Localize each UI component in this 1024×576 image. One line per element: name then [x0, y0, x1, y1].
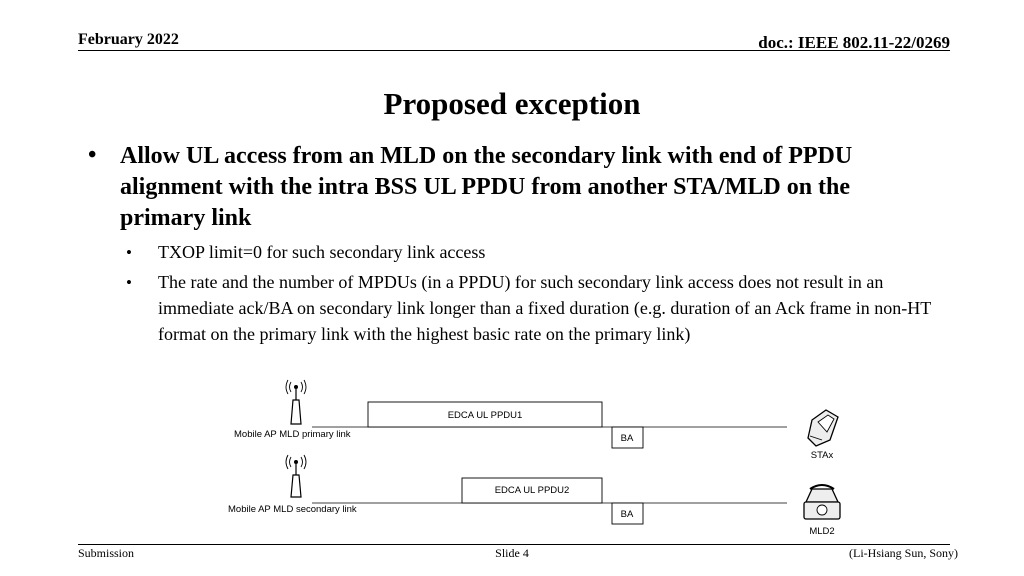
antenna-icon: [285, 379, 307, 425]
ppdu1-box: [367, 401, 603, 428]
ba1-label: BA: [621, 433, 634, 444]
ppdu2-label: EDCA UL PPDU2: [495, 485, 570, 496]
secondary-link-label: Mobile AP MLD secondary link: [228, 504, 357, 515]
ba2-label: BA: [621, 509, 634, 520]
footer-author: (Li-Hsiang Sun, Sony): [849, 546, 958, 560]
ba2-box: [611, 502, 644, 525]
header-doc-number: doc.: IEEE 802.11-22/0269: [758, 33, 950, 52]
ppdu1-label: EDCA UL PPDU1: [448, 410, 523, 421]
ppdu2-box: [461, 477, 603, 504]
footer-divider: [78, 544, 950, 545]
antenna-icon: [285, 454, 307, 498]
sub-bullet-text-1: TXOP limit=0 for such secondary link acc…: [158, 242, 486, 262]
header-date: February 2022: [78, 31, 179, 48]
telephone-icon: [803, 484, 841, 520]
ba1-box: [611, 426, 644, 449]
sub-bullet-marker: •: [126, 273, 132, 292]
sta-label: STAx: [811, 450, 834, 461]
main-bullet-text: Allow UL access from an MLD on the secon…: [120, 143, 853, 231]
mld-label: MLD2: [809, 526, 834, 537]
footer-slide-number: Slide 4: [495, 546, 529, 560]
slide-title: Proposed exception: [383, 86, 641, 121]
sub-bullet-text-2: The rate and the number of MPDUs (in a P…: [158, 272, 931, 344]
header-divider: [78, 50, 950, 51]
sub-bullet-marker: •: [126, 243, 132, 262]
cell-phone-icon: [807, 409, 839, 447]
bullet-marker: •: [88, 142, 97, 168]
footer-submission: Submission: [78, 546, 135, 560]
primary-link-label: Mobile AP MLD primary link: [234, 429, 351, 440]
